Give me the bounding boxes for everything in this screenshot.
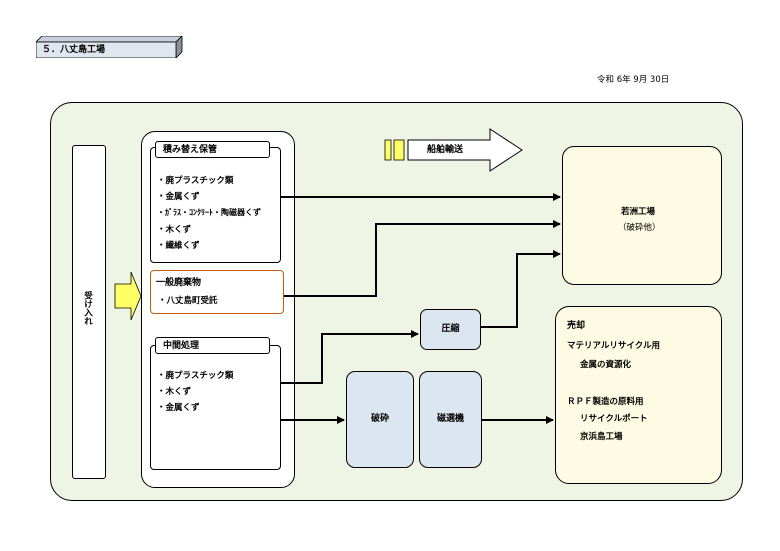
wakasu-subtitle: （破砕他） — [618, 223, 661, 233]
ship-arrow-icon — [384, 128, 523, 172]
section-title-tab: ５．八丈島工場 — [36, 36, 184, 58]
transfer-item-1: ・金属くず — [157, 192, 200, 202]
sale-line-0: マテリアルリサイクル用 — [567, 341, 660, 351]
arrow-general-to-wakasu — [284, 220, 561, 297]
general-waste-title: 一般廃棄物 — [156, 278, 202, 288]
sale-line-3: リサイクルポート — [580, 414, 648, 424]
intermediate-title: 中間処理 — [163, 341, 200, 351]
sale-title: 売却 — [567, 321, 586, 331]
receive-arrow-icon — [114, 271, 142, 321]
intermediate-item-1: ・木くず — [157, 387, 192, 397]
compress-label: 圧縮 — [441, 324, 460, 334]
transfer-item-0: ・廃プラスチック類 — [157, 176, 234, 186]
date-label: 令和 6年 9月 30日 — [597, 75, 670, 85]
compress-box: 圧縮 — [420, 309, 481, 350]
intermediate-item-2: ・金属くず — [157, 403, 200, 413]
sale-line-1: 金属の資源化 — [580, 360, 632, 370]
magnet-box: 磁選機 — [419, 371, 482, 468]
arrow-intermediate-to-compress — [281, 330, 419, 384]
general-waste-item-0: ・八丈島町受託 — [158, 296, 218, 306]
crush-box: 破砕 — [346, 371, 414, 468]
intermediate-item-0: ・廃プラスチック類 — [157, 371, 234, 381]
receive-label: 受け入れ — [82, 291, 93, 325]
wakasu-factory-box: 若洲工場 （破砕他） — [562, 146, 722, 285]
transfer-title: 積み替え保管 — [163, 145, 218, 155]
magnet-label: 磁選機 — [436, 414, 464, 424]
intermediate-title-box: 中間処理 — [155, 337, 270, 354]
transfer-item-2: ・ｶﾞﾗｽ・ｺﾝｸﾘｰﾄ・陶磁器くず — [157, 208, 261, 217]
transfer-item-4: ・繊維くず — [157, 241, 200, 251]
section-title: ５．八丈島工場 — [42, 45, 106, 55]
transfer-title-box: 積み替え保管 — [155, 141, 270, 158]
sale-line-2: ＲＰＦ製造の原料用 — [567, 397, 644, 407]
ship-label: 船舶輸送 — [427, 145, 464, 155]
arrow-compress-to-wakasu — [481, 250, 561, 328]
section-title-shape — [36, 36, 183, 58]
receive-box: 受け入れ — [72, 145, 106, 479]
sale-box: 売却 マテリアルリサイクル用 金属の資源化 ＲＰＦ製造の原料用 リサイクルポート… — [555, 306, 722, 484]
sale-line-4: 京浜島工場 — [580, 432, 623, 442]
general-waste-group: 一般廃棄物 ・八丈島町受託 — [150, 270, 284, 314]
crush-label: 破砕 — [370, 414, 389, 424]
wakasu-title: 若洲工場 — [621, 207, 656, 217]
transfer-item-3: ・木くず — [157, 225, 192, 235]
